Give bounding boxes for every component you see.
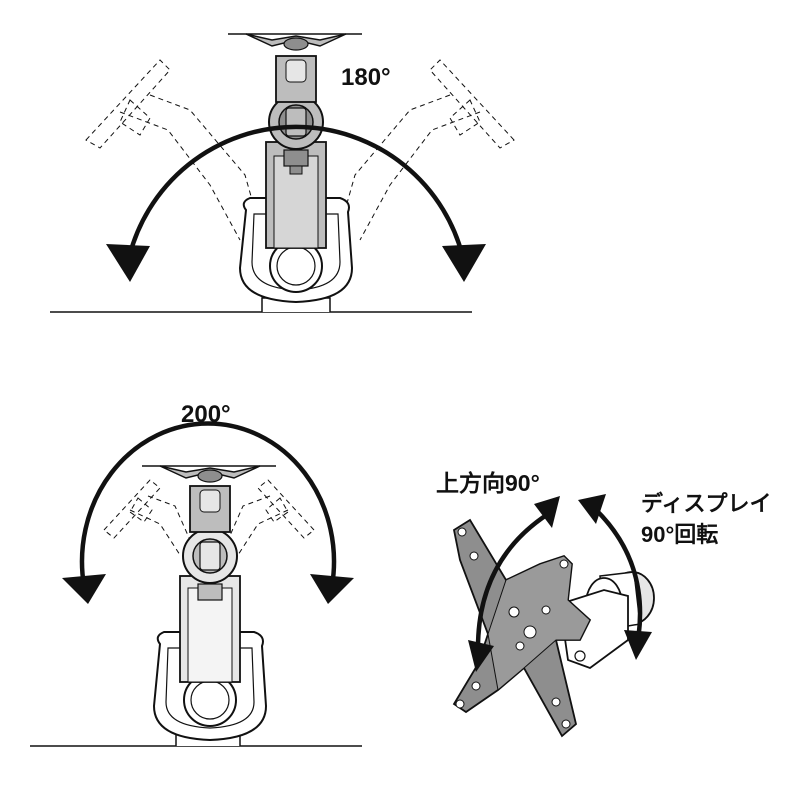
arc-arrowhead-left-top — [106, 244, 150, 282]
rotation-arrowhead-down — [624, 630, 652, 660]
tilt-label: 上方向90° — [436, 470, 540, 496]
arc-arrowhead-right-bottom — [310, 574, 354, 604]
vesa-bracket-top — [245, 33, 347, 51]
vesa-bracket-bottom — [159, 465, 261, 483]
arc-arrowhead-left-bottom — [62, 574, 106, 604]
display-rotation-label-line1: ディスプレイ — [641, 491, 772, 516]
display-rotation-arc — [590, 504, 643, 641]
tilt-arc-arrow — [475, 512, 550, 649]
ghost-arm-right-bottom — [227, 479, 315, 556]
upper-post-bottom — [189, 485, 231, 533]
rotation-label-200: 200° — [181, 401, 231, 428]
vesa-plate — [452, 518, 592, 738]
arc-arrowhead-right-top — [442, 244, 486, 282]
joint-bottom — [182, 528, 238, 584]
arm-figure-200 — [30, 421, 362, 747]
ghost-arm-left-top — [85, 59, 263, 241]
tilt-arrowhead-down — [468, 640, 494, 672]
joint-top — [268, 94, 324, 150]
rotation-arc-200 — [79, 421, 337, 587]
tilt-arrowhead-up — [534, 496, 560, 528]
upper-post-top — [275, 55, 317, 103]
ghost-arm-right-top — [337, 59, 515, 241]
display-rotation-label-line2: 90°回転 — [641, 522, 719, 547]
arm-column-top — [265, 141, 327, 249]
vesa-plate-figure — [452, 494, 655, 738]
rotation-arc-180 — [125, 124, 467, 263]
rotation-label-180: 180° — [341, 64, 391, 91]
rotation-arrowhead-up — [578, 494, 606, 524]
ghost-arm-left-bottom — [103, 479, 191, 556]
arm-column-bottom — [179, 575, 241, 683]
arm-figure-180 — [50, 33, 515, 313]
